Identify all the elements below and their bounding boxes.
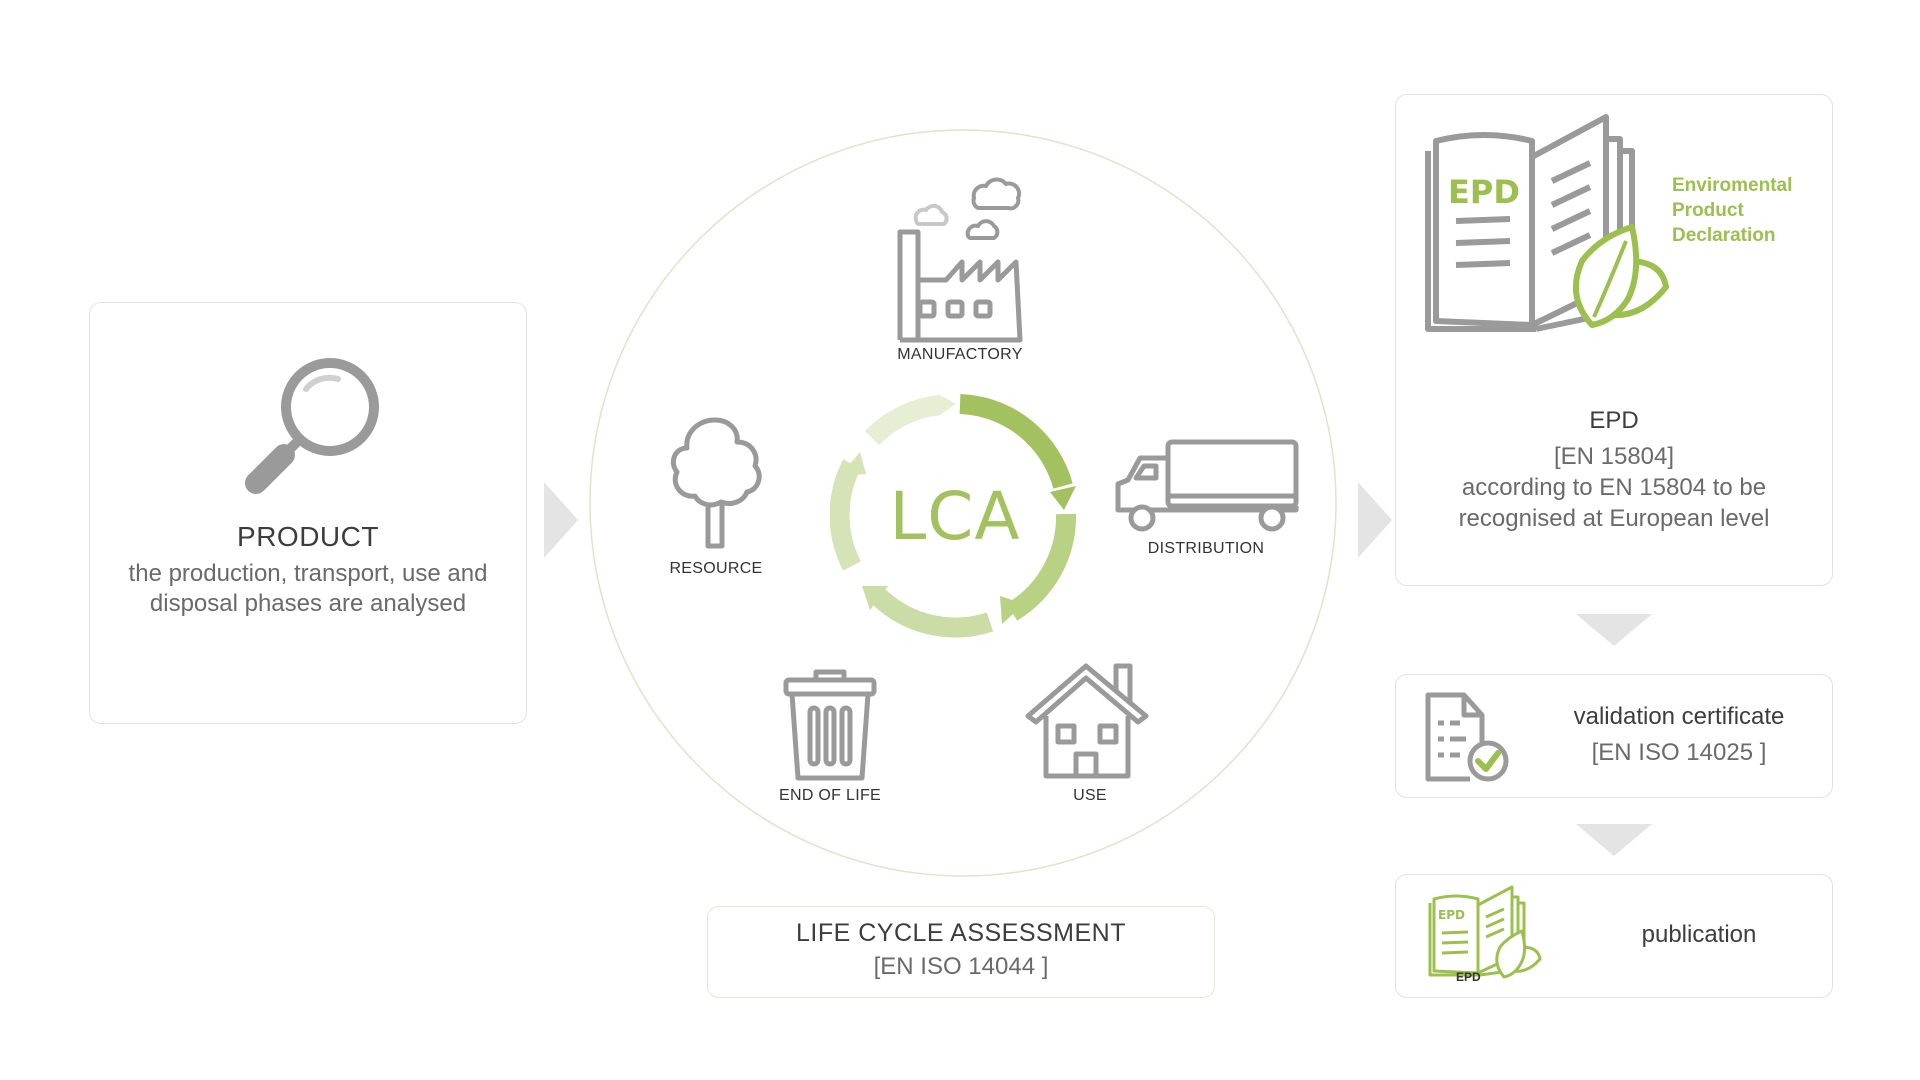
trash-bin-icon [783,669,877,781]
stage-label-use: USE [1073,787,1107,804]
certificate-check-icon [1425,692,1509,782]
validation-title: validation certificate [1573,703,1785,730]
arrow-right-icon [1358,482,1392,558]
publication-book-label: EPD [1438,908,1465,922]
lca-assessment-panel: LIFE CYCLE ASSESSMENT [EN ISO 14044 ] [707,906,1215,998]
assessment-title: LIFE CYCLE ASSESSMENT [795,919,1127,947]
stage-label-end-of-life: END OF LIFE [779,787,881,804]
epd-title: EPD [1589,407,1639,434]
publication-icon-label: EPD [1456,970,1481,984]
stage-label-distribution: DISTRIBUTION [1147,540,1265,557]
magnifier-icon [245,358,379,494]
stage-label-resource: RESOURCE [669,560,763,577]
validation-standard: [EN ISO 14025 ] [1591,739,1767,766]
lca-center-label: LCA [889,478,1021,555]
epd-book-label: EPD [1448,173,1520,211]
publication-panel: EPD EPD publication [1395,874,1833,998]
stage-label-manufactory: MANUFACTORY [897,346,1023,363]
publication-title: publication [1641,921,1757,948]
arrow-down-icon [1576,614,1652,646]
epd-full-name: Enviromental Product Declaration [1672,173,1792,248]
epd-full-name-line2: Product [1672,200,1744,221]
epd-book-icon: EPD [1428,885,1542,979]
epd-description: according to EN 15804 to be recognised a… [1458,474,1770,532]
product-description: the production, transport, use and dispo… [128,560,488,617]
product-title: PRODUCT [237,521,379,552]
epd-panel: EPD Enviromental Product Declaration EPD… [1395,94,1833,586]
epd-standard-block: [EN 15804] according to EN 15804 to be r… [1396,441,1832,534]
arrow-right-icon [544,482,578,558]
epd-standard: [EN 15804] [1553,443,1675,470]
validation-certificate-panel: validation certificate [EN ISO 14025 ] [1395,674,1833,798]
tree-icon [670,417,762,549]
epd-book-icon: EPD [1425,114,1669,332]
lca-cycle-arrows-icon [830,394,1077,638]
lca-cycle-circle [589,129,1337,877]
product-panel: PRODUCT the production, transport, use a… [89,302,527,724]
house-icon [1025,663,1149,779]
truck-icon [1115,439,1299,532]
factory-icon [897,177,1023,343]
assessment-standard: [EN ISO 14044 ] [873,953,1049,980]
arrow-down-icon [1576,824,1652,856]
epd-full-name-line3: Declaration [1672,225,1776,246]
epd-full-name-line1: Enviromental [1672,175,1793,196]
